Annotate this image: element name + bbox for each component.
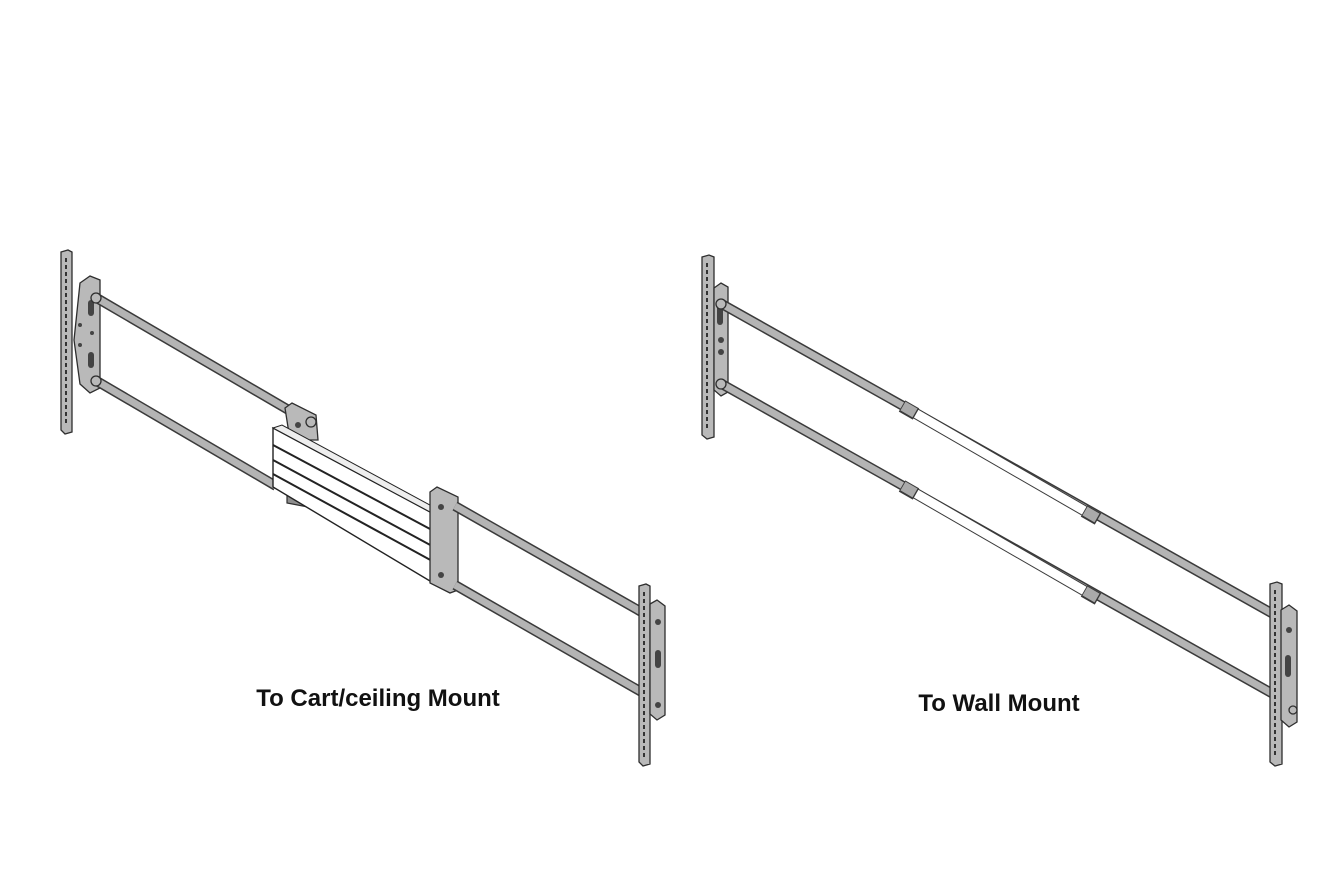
cart-ceiling-mount-label: To Cart/ceiling Mount xyxy=(256,685,500,712)
right-clamp xyxy=(429,486,459,594)
upper-rod-left xyxy=(92,292,295,417)
cart-ceiling-mount-assembly xyxy=(60,249,666,767)
right-rail xyxy=(1269,581,1283,767)
lower-telescoping-rod xyxy=(715,298,1278,700)
right-bracket xyxy=(649,599,666,721)
wall-mount-label: To Wall Mount xyxy=(918,690,1080,717)
right-bracket xyxy=(1280,604,1298,728)
right-rail xyxy=(638,583,651,767)
lower-rod-right xyxy=(452,580,648,699)
left-rail xyxy=(60,249,73,435)
upper-rod-right xyxy=(452,501,648,619)
upper-telescoping-rod xyxy=(717,298,1278,620)
wall-mount-assembly xyxy=(701,254,1298,767)
interface-plate xyxy=(271,424,454,592)
left-rail xyxy=(701,254,715,440)
lower-rod-left xyxy=(90,292,279,491)
left-bracket xyxy=(73,275,101,394)
